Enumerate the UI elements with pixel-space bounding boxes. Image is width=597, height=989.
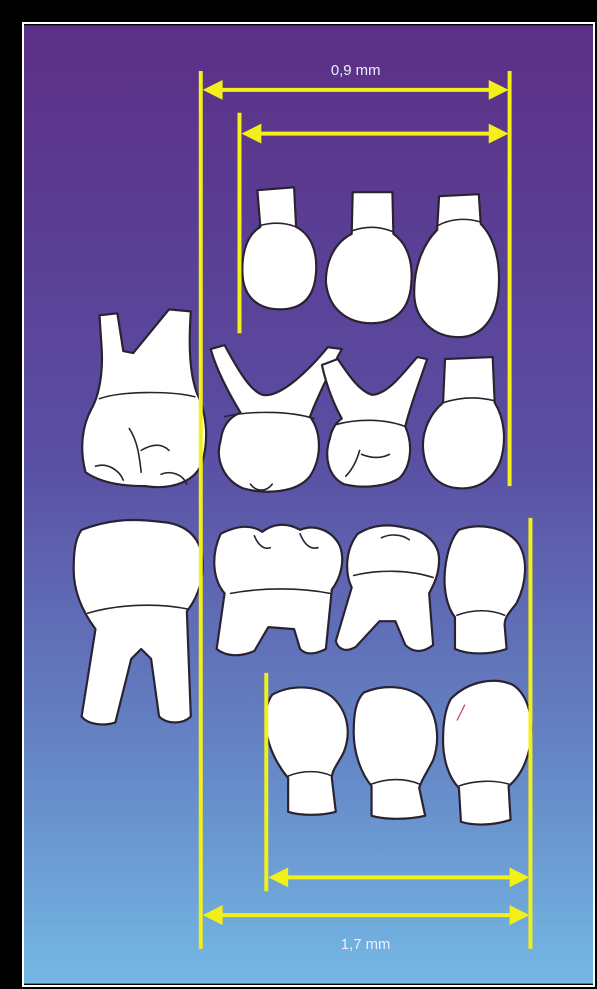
top-measure-label: 0,9 mm [331, 63, 381, 79]
teeth-diagram: 0,9 mm 1,7 mm [24, 24, 593, 985]
bottom-measure-label: 1,7 mm [341, 937, 391, 953]
figure-panel: 0,9 mm 1,7 mm [22, 22, 595, 987]
tooth-row-4 [266, 681, 532, 825]
